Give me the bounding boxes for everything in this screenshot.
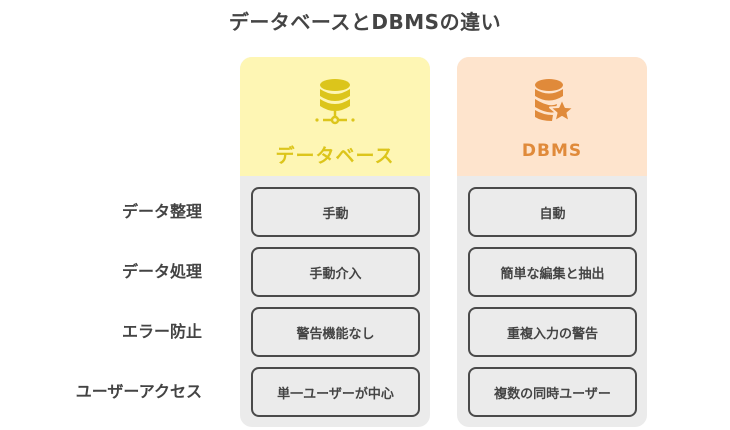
cell-database-data-processing: 手動介入 [251,247,420,297]
column-title-dbms: DBMS [521,141,583,161]
column-database: データベース 手動 手動介入 警告機能なし 単一ユーザーが中心 [240,57,430,427]
diagram-title: データベースとDBMSの違い [228,10,502,34]
cell-dbms-error-prevention: 重複入力の警告 [468,307,637,357]
column-title-database: データベース [275,145,395,167]
row-label-user-access: ユーザーアクセス [75,382,202,401]
cell-dbms-data-organization: 自動 [468,187,637,237]
cell-database-error-prevention: 警告機能なし [251,307,420,357]
cell-dbms-data-processing: 簡単な編集と抽出 [468,247,637,297]
column-dbms: DBMS 自動 簡単な編集と抽出 重複入力の警告 複数の同時ユーザー [457,57,647,427]
row-label-data-processing: データ処理 [121,262,202,281]
row-label-data-organization: データ整理 [121,202,202,221]
column-header-database: データベース [240,57,430,176]
row-label-error-prevention: エラー防止 [121,322,202,341]
cell-dbms-user-access: 複数の同時ユーザー [468,367,637,417]
cell-database-user-access: 単一ユーザーが中心 [251,367,420,417]
cell-database-data-organization: 手動 [251,187,420,237]
database-network-icon [315,79,355,125]
column-header-dbms: DBMS [457,57,647,176]
database-star-icon [535,79,575,123]
